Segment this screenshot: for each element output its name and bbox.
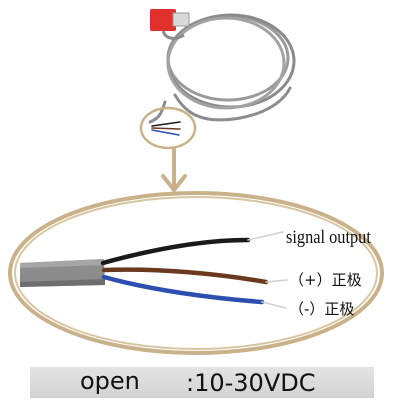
cable-jacket <box>20 259 105 287</box>
negative-pole-label: （-）正极 <box>289 300 355 318</box>
small-wire-ends <box>151 121 181 136</box>
zoom-arrow <box>161 148 187 194</box>
zoom-ring-large <box>8 191 384 355</box>
voltage-range-text: :10-30VDC <box>186 369 316 397</box>
zoom-ring-inner <box>14 196 378 350</box>
spec-banner <box>30 367 374 398</box>
inner-wires <box>100 231 288 309</box>
positive-pole-label: （+）正极 <box>289 271 362 289</box>
zoom-ring-small <box>139 106 197 150</box>
signal-output-label: signal output <box>286 227 371 248</box>
coiled-cable <box>148 13 296 124</box>
connector-plug <box>150 9 190 40</box>
wire-black <box>100 237 251 266</box>
wire-blue <box>101 274 265 305</box>
output-type-text: open <box>80 367 140 395</box>
wire-brown <box>101 267 269 285</box>
